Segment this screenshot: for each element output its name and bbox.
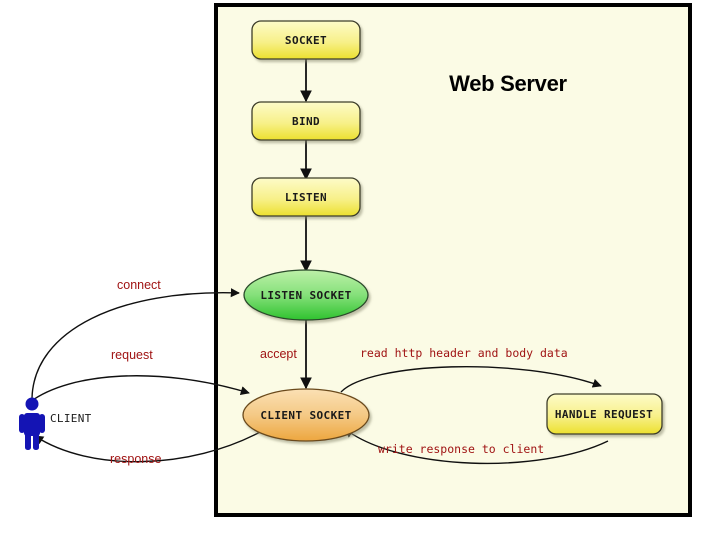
node-listen-socket-label: LISTEN SOCKET (260, 289, 351, 302)
edge-write-response (344, 428, 609, 465)
node-listen-label: LISTEN (285, 191, 327, 204)
node-handle-request-label: HANDLE REQUEST (555, 408, 653, 421)
node-bind-label: BIND (292, 115, 320, 128)
node-client-socket[interactable]: CLIENT SOCKET (242, 388, 370, 442)
edge-label-response: response (110, 452, 161, 466)
client-actor-label: CLIENT (50, 412, 92, 425)
edge-label-request: request (111, 348, 153, 362)
edge-label-write-response: write response to client (378, 442, 544, 456)
node-bind[interactable]: BIND (251, 101, 361, 141)
edge-label-connect: connect (117, 278, 161, 292)
edge-connect (31, 288, 240, 399)
node-handle-request[interactable]: HANDLE REQUEST (546, 393, 663, 435)
node-listen[interactable]: LISTEN (251, 177, 361, 217)
edge-request (29, 375, 250, 403)
edge-response (34, 430, 263, 463)
node-socket[interactable]: SOCKET (251, 20, 361, 60)
server-title-label: Web Server (449, 71, 567, 96)
node-client-socket-label: CLIENT SOCKET (260, 409, 351, 422)
edge-label-read-http: read http header and body data (360, 346, 568, 360)
edge-label-accept: accept (260, 347, 297, 361)
node-socket-label: SOCKET (285, 34, 327, 47)
node-listen-socket[interactable]: LISTEN SOCKET (243, 269, 369, 321)
client-actor-icon[interactable] (19, 397, 45, 451)
edge-read-http (340, 366, 602, 393)
